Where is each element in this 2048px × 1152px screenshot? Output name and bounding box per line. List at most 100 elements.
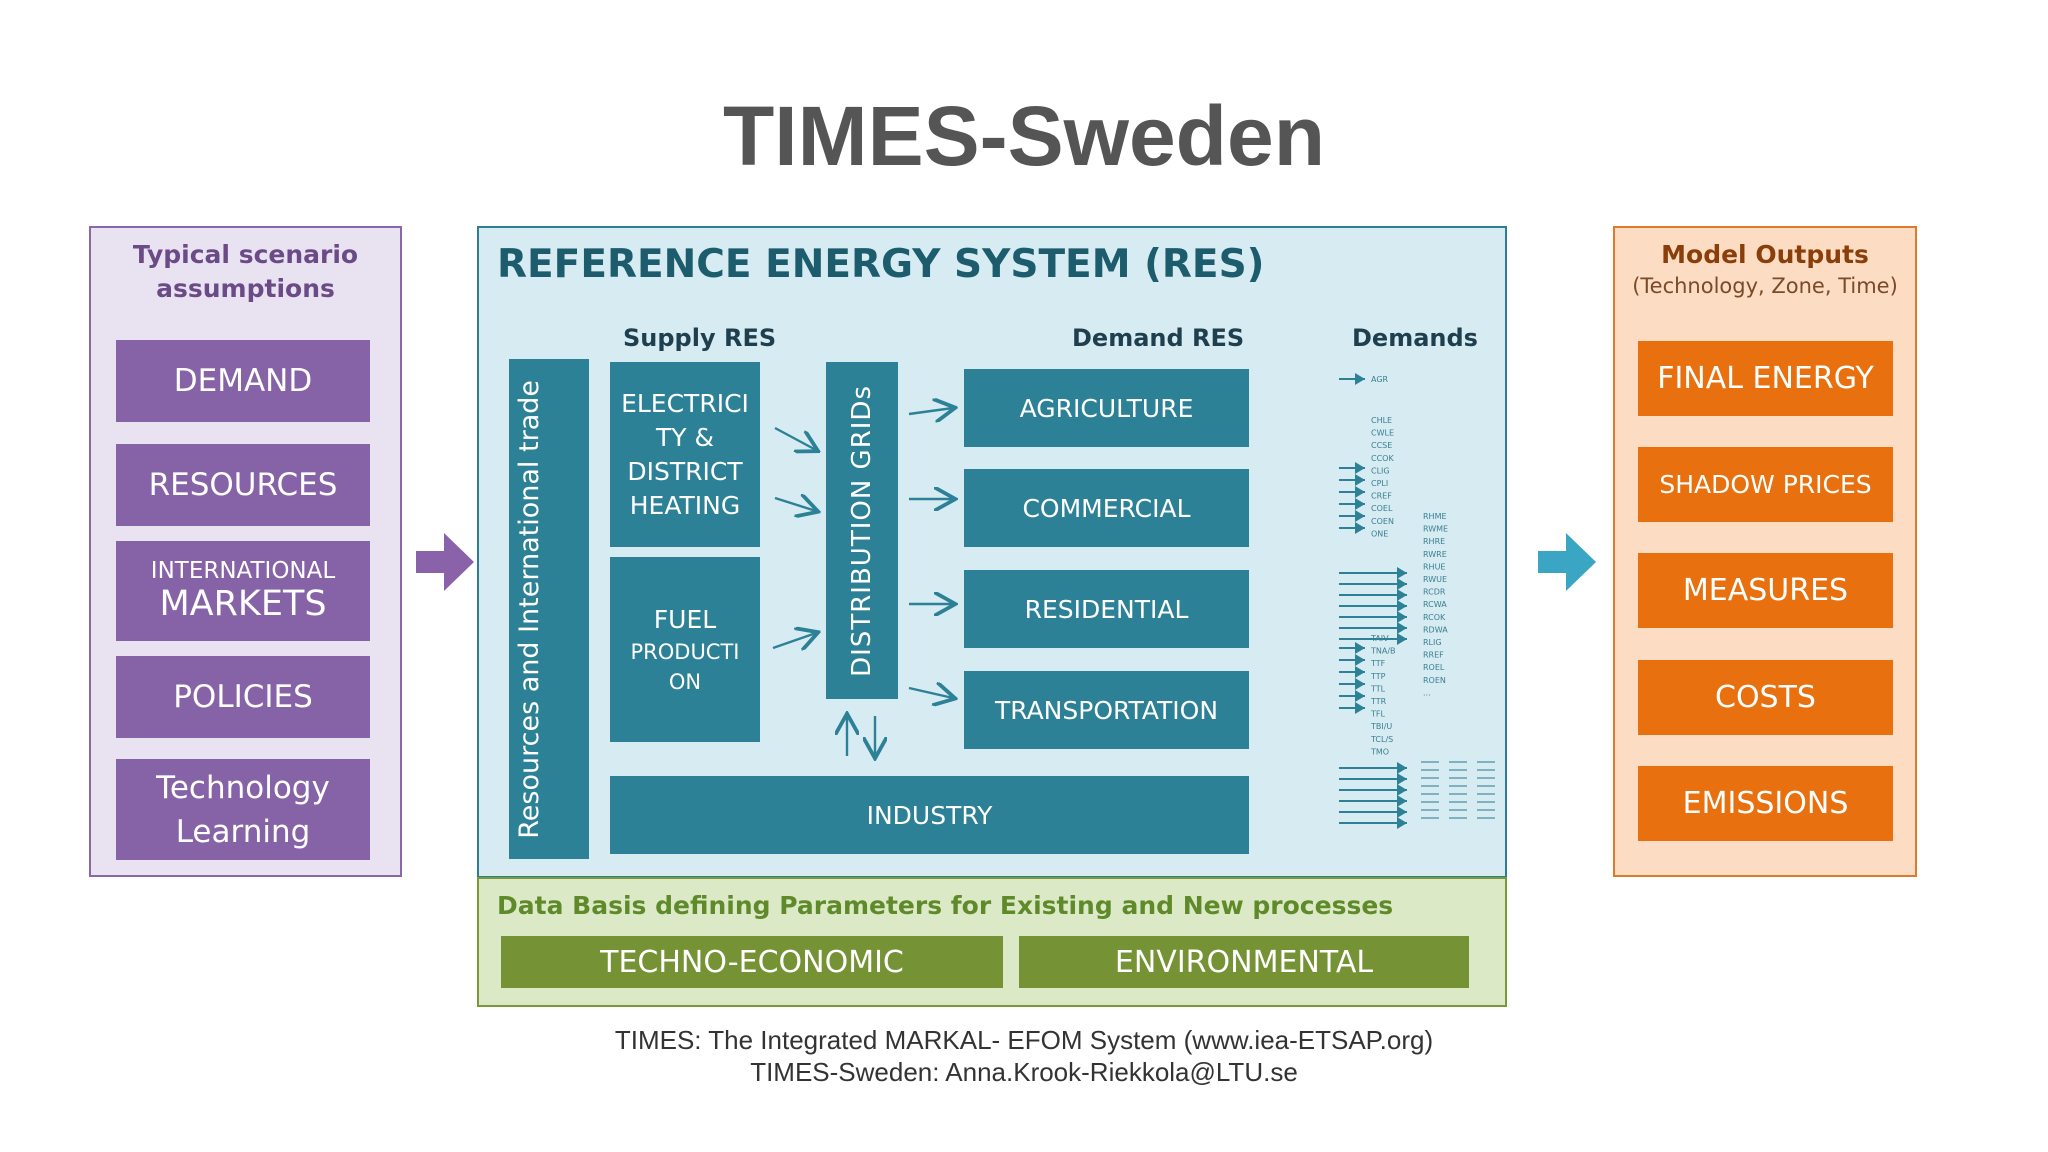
assumption-policies: POLICIES xyxy=(116,656,370,738)
demand-code: TFL xyxy=(1370,710,1385,719)
demand-code: CCSE xyxy=(1371,441,1392,450)
industry-code-mark xyxy=(1421,801,1439,803)
sector-industry: INDUSTRY xyxy=(610,776,1249,854)
sector-transportation-label: TRANSPORTATION xyxy=(994,695,1219,725)
data-basis-panel: Data Basis defining Parameters for Exist… xyxy=(477,877,1507,1007)
input-arrow-icon xyxy=(416,533,474,591)
sector-commercial-label: COMMERCIAL xyxy=(1022,493,1191,523)
demand-code: TTL xyxy=(1370,684,1386,693)
demand-code: RCDR xyxy=(1423,588,1446,597)
demand-code: TBI/U xyxy=(1370,722,1392,731)
electricity-line-3: DISTRICT xyxy=(627,456,743,486)
sector-transportation: TRANSPORTATION xyxy=(964,671,1249,749)
electricity-line-1: ELECTRICI xyxy=(621,388,749,418)
demands-heading: Demands xyxy=(1352,324,1478,352)
arrow-grid-to-transportation-icon xyxy=(908,688,953,698)
demand-res-heading: Demand RES xyxy=(1072,324,1245,352)
assumption-international-markets: INTERNATIONAL MARKETS xyxy=(116,541,370,641)
distribution-grids-box: DISTRIBUTION GRIDs xyxy=(826,362,898,699)
scenario-assumptions-panel: Typical scenario assumptions DEMAND RESO… xyxy=(89,226,402,877)
demand-code: CPLI xyxy=(1371,479,1388,488)
demand-arrows: AGR CHLECWLECCSECCOKCLIGCPLICREFCOELCOEN… xyxy=(1339,373,1495,829)
demand-code: TNA/B xyxy=(1370,647,1396,656)
agr-code: AGR xyxy=(1371,375,1389,384)
assumption-policies-label: POLICIES xyxy=(173,679,313,715)
output-costs-label: COSTS xyxy=(1715,680,1816,715)
industry-code-mark xyxy=(1477,793,1495,795)
sector-commercial: COMMERCIAL xyxy=(964,469,1249,547)
electricity-line-4: HEATING xyxy=(629,490,741,520)
assumption-resources-label: RESOURCES xyxy=(148,467,338,503)
supply-res-heading: Supply RES xyxy=(623,324,777,352)
flow-arrows xyxy=(772,228,1509,878)
resources-international-trade-box: Resources and International trade xyxy=(509,359,589,859)
industry-code-mark xyxy=(1421,777,1439,779)
industry-code-mark xyxy=(1449,801,1467,803)
model-outputs-panel: Model Outputs (Technology, Zone, Time) F… xyxy=(1613,226,1917,877)
heading-line-1: Typical scenario xyxy=(132,240,359,269)
demand-code: RCWA xyxy=(1423,600,1447,609)
demand-code: TAIV xyxy=(1370,634,1389,643)
demand-code: TCL/S xyxy=(1370,735,1393,744)
scenario-assumptions-heading: Typical scenario assumptions xyxy=(91,238,400,306)
demand-code: ONE xyxy=(1371,529,1388,538)
data-basis-title: Data Basis defining Parameters for Exist… xyxy=(497,891,1394,920)
demand-code: CLIG xyxy=(1371,466,1390,475)
demand-code: CREF xyxy=(1371,492,1392,501)
assumption-international-label: INTERNATIONAL xyxy=(150,558,336,584)
residential-demand-arrows-icon xyxy=(1339,567,1407,645)
assumption-markets-label: MARKETS xyxy=(159,584,327,624)
residential-codes: RHMERWMERHRERWRERHUERWUERCDRRCWARCOKRDWA… xyxy=(1423,512,1448,697)
sector-agriculture: AGRICULTURE xyxy=(964,369,1249,447)
electricity-line-2: TY & xyxy=(656,422,714,452)
industry-code-mark xyxy=(1477,817,1495,819)
output-final-energy-label: FINAL ENERGY xyxy=(1657,361,1874,396)
demand-code: ROEL xyxy=(1423,663,1445,672)
industry-code-mark xyxy=(1421,793,1439,795)
assumption-demand-label: DEMAND xyxy=(173,363,313,399)
industry-code-mark xyxy=(1477,785,1495,787)
industry-code-mark xyxy=(1421,761,1439,763)
demand-code: RDWA xyxy=(1423,625,1448,634)
reference-energy-system-panel: REFERENCE ENERGY SYSTEM (RES) Supply RES… xyxy=(477,226,1507,878)
industry-code-mark xyxy=(1477,761,1495,763)
environmental-label: ENVIRONMENTAL xyxy=(1114,944,1374,980)
demand-code: CCOK xyxy=(1371,454,1394,463)
heading-line-2: assumptions xyxy=(156,274,335,303)
demand-code: CHLE xyxy=(1371,416,1392,425)
industry-code-mark xyxy=(1449,785,1467,787)
assumption-learning-label: Learning xyxy=(175,813,311,850)
demand-code: RLIG xyxy=(1423,638,1442,647)
demand-code: ROEN xyxy=(1423,676,1446,685)
demand-code: RHME xyxy=(1423,512,1447,521)
demand-code: RWRE xyxy=(1423,550,1447,559)
industry-code-mark xyxy=(1421,785,1439,787)
arrow-electricity-to-grid-1-icon xyxy=(774,426,816,450)
industry-code-mark xyxy=(1477,801,1495,803)
industry-code-mark xyxy=(1421,769,1439,771)
sector-residential-label: RESIDENTIAL xyxy=(1024,594,1189,624)
demand-code: RREF xyxy=(1423,651,1444,660)
demand-code: RHRE xyxy=(1423,537,1445,546)
electricity-district-heating-box: ELECTRICI TY & DISTRICT HEATING xyxy=(610,362,760,547)
industry-code-mark xyxy=(1421,817,1439,819)
industry-demand-arrows-icon xyxy=(1339,762,1407,829)
industry-code-mark xyxy=(1449,809,1467,811)
arrow-electricity-to-grid-2-icon xyxy=(774,498,816,511)
page-title: TIMES-Sweden xyxy=(722,89,1326,183)
demand-code: TTP xyxy=(1370,672,1386,681)
demand-code: TTR xyxy=(1370,697,1387,706)
footer-times-line: TIMES: The Integrated MARKAL- EFOM Syste… xyxy=(614,1025,1434,1055)
footer-contact-line: TIMES-Sweden: Anna.Krook-Riekkola@LTU.se xyxy=(750,1057,1298,1087)
demand-code: RWUE xyxy=(1423,575,1447,584)
environmental-box: ENVIRONMENTAL xyxy=(1019,936,1469,988)
res-title: REFERENCE ENERGY SYSTEM (RES) xyxy=(497,242,1265,287)
sector-agriculture-label: AGRICULTURE xyxy=(1019,393,1194,423)
fuel-line-2: PRODUCTI xyxy=(630,639,740,664)
industry-code-mark xyxy=(1421,809,1439,811)
industry-codes-icon xyxy=(1421,761,1495,819)
model-outputs-heading: Model Outputs xyxy=(1661,240,1869,269)
demand-code: ... xyxy=(1423,688,1431,697)
assumption-resources: RESOURCES xyxy=(116,444,370,526)
